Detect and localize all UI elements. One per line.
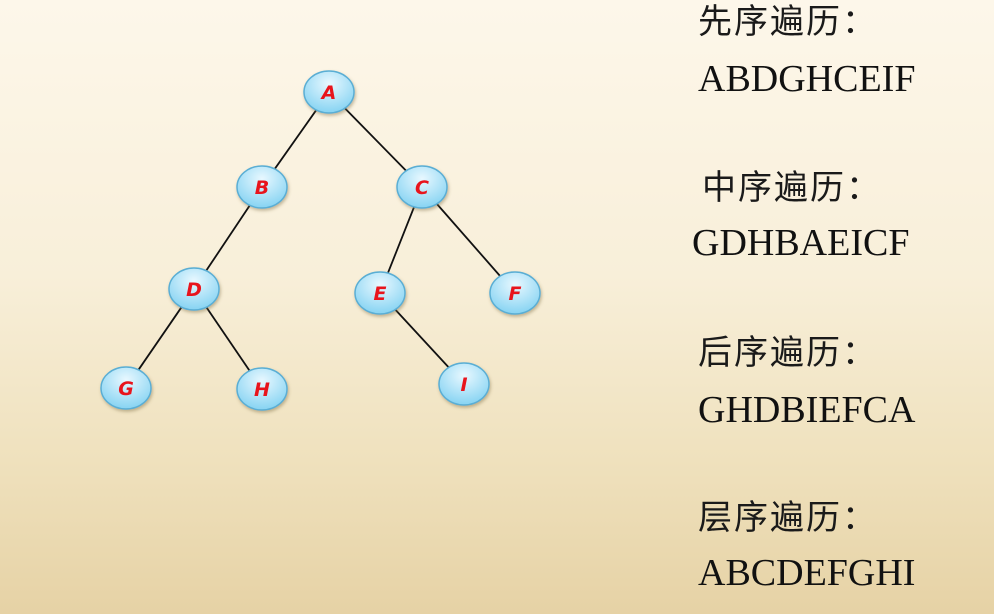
tree-node-shape-D [168,267,220,311]
inorder-title: 中序遍历： [702,168,882,208]
preorder-traversal: 先序遍历： ABDGHCEIF [698,2,994,100]
edge-A-B [274,109,317,170]
edge-C-E [387,206,415,274]
tree-node-label-G: G [118,378,134,400]
tree-node-F: F [489,271,541,315]
postorder-traversal: 后序遍历： GHDBIEFCA [698,333,994,431]
tree-node-C: C [396,165,448,209]
tree-node-shape-A [303,70,355,114]
tree-node-A: A [303,70,355,114]
tree-node-shape-F [489,271,541,315]
edge-B-D [205,204,251,272]
edge-D-H [205,306,251,372]
tree-node-shape-B [236,165,288,209]
tree-node-D: D [168,267,220,311]
tree-node-label-I: I [460,374,467,396]
tree-node-shape-H [236,367,288,411]
tree-node-H: H [236,367,288,411]
inorder-sequence: GDHBAEICF [692,222,910,264]
preorder-title: 先序遍历： [698,2,878,42]
tree-node-shape-C [396,165,448,209]
tree-node-label-B: B [255,177,269,199]
levelorder-title: 层序遍历： [698,498,878,538]
inorder-traversal: 中序遍历： GDHBAEICF [692,168,992,264]
tree-node-shape-E [354,271,406,315]
tree-node-B: B [236,165,288,209]
postorder-title: 后序遍历： [698,333,878,373]
tree-node-I: I [438,362,490,406]
postorder-sequence: GHDBIEFCA [698,389,916,431]
levelorder-traversal: 层序遍历： ABCDEFGHI [698,498,994,594]
tree-nodes: A B C D E F G H I [100,70,541,411]
edge-E-I [394,308,450,369]
tree-node-label-C: C [415,177,429,199]
edge-D-G [137,306,183,371]
tree-edges [137,107,501,372]
tree-node-label-H: H [254,379,270,401]
tree-node-E: E [354,271,406,315]
tree-node-shape-I [438,362,490,406]
preorder-sequence: ABDGHCEIF [698,58,916,100]
tree-node-label-D: D [186,279,202,301]
edge-A-C [344,107,407,172]
tree-node-label-A: A [320,82,337,104]
tree-node-shape-G [100,366,152,410]
edge-C-F [436,203,501,277]
tree-node-label-E: E [374,283,387,305]
tree-node-label-F: F [509,283,522,305]
tree-node-G: G [100,366,152,410]
levelorder-sequence: ABCDEFGHI [698,552,916,594]
